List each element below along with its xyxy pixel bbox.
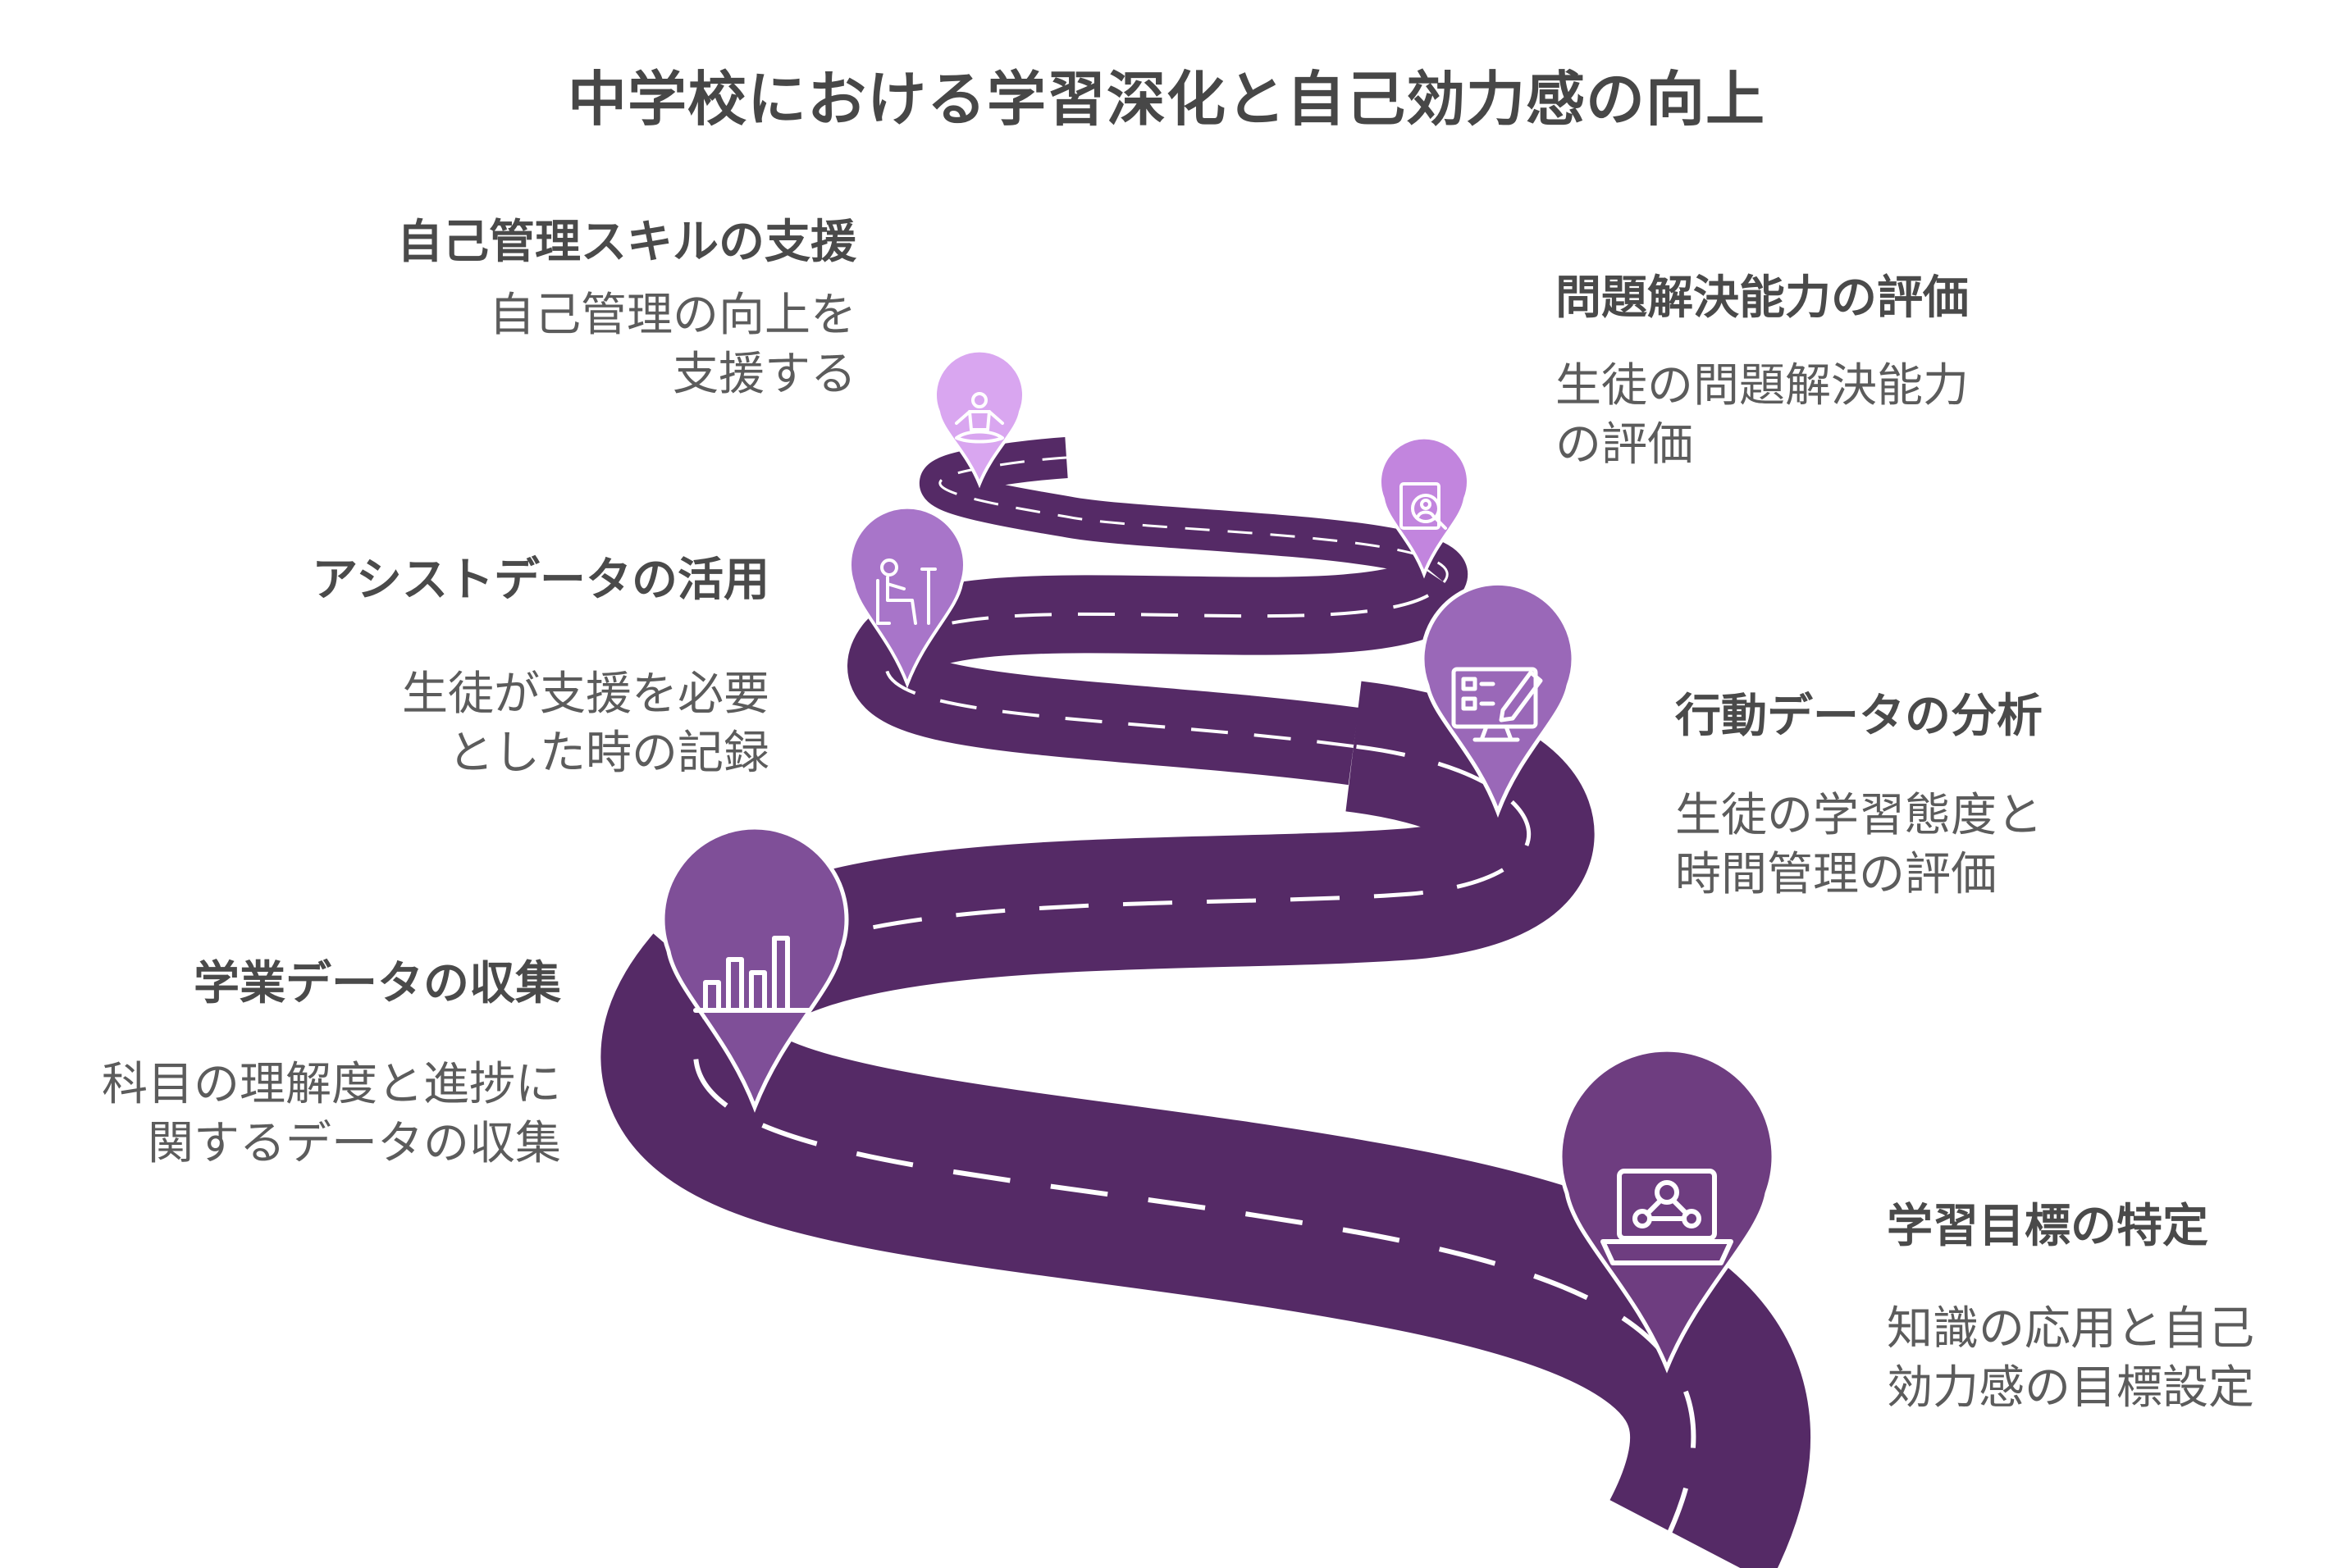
road-center-line-2: [720, 744, 1532, 994]
step-4-desc-line-2: とした時の記録: [448, 726, 769, 780]
step-2-pin: [660, 825, 849, 1113]
monitor-pencil-icon: [1451, 667, 1543, 742]
step-5-label: 問題解決能力の評価 生徒の問題解決能力 の評価: [1555, 271, 1969, 475]
step-1-label: 学習目標の特定 知識の応用と自己 効力感の目標設定: [1887, 1199, 2254, 1418]
step-1-pin: [1558, 1047, 1776, 1374]
step-5-description: 生徒の問題解決能力 の評価: [1555, 357, 1969, 474]
road-segment-4: [919, 437, 1468, 595]
step-1-heading: 学習目標の特定: [1887, 1200, 2208, 1253]
step-6-description: 自己管理の向上を 支援する: [397, 286, 856, 403]
step-1-description: 知識の応用と自己 効力感の目標設定: [1887, 1300, 2254, 1417]
step-4-desc-line-1: 生徒が支援を必要: [402, 668, 769, 722]
step-6-desc-line-1: 自己管理の向上を: [489, 289, 856, 343]
step-3-label: 行動データの分析 生徒の学習態度と 時間管理の評価: [1675, 689, 2043, 905]
step-3-desc-line-2: 時間管理の評価: [1675, 847, 1997, 901]
step-2-desc-line-1: 科目の理解度と進捗に: [102, 1058, 561, 1112]
road-segment-2: [673, 681, 1595, 1040]
person-seated-icon: [876, 558, 937, 625]
step-5-pin: [1378, 435, 1470, 579]
bar-chart-icon: [693, 936, 811, 1013]
step-4-label: アシストデータの活用 生徒が支援を必要 とした時の記録: [312, 553, 769, 783]
step-4-pin: [848, 505, 966, 689]
step-3-desc-line-1: 生徒の学習態度と: [1675, 789, 2043, 843]
step-6-desc-line-2: 支援する: [673, 347, 856, 401]
road-center-line-1: [693, 991, 1696, 1543]
page-title: 中学校における学習深化と自己効力感の向上: [567, 65, 1765, 134]
step-6-heading: 自己管理スキルの支援: [397, 216, 856, 269]
road-center-line-3: [884, 581, 1445, 748]
step-1-desc-line-1: 知識の応用と自己: [1887, 1302, 2254, 1356]
step-6-label: 自己管理スキルの支援 自己管理の向上を 支援する: [397, 215, 856, 404]
road-center-line-4: [938, 456, 1449, 583]
step-2-label: 学業データの収集 科目の理解度と進捗に 関するデータの収集: [102, 956, 561, 1174]
step-5-heading: 問題解決能力の評価: [1555, 271, 1969, 325]
step-1-desc-line-2: 効力感の目標設定: [1887, 1361, 2254, 1415]
step-3-heading: 行動データの分析: [1675, 690, 2043, 743]
step-5-desc-line-2: の評価: [1555, 417, 1693, 472]
step-2-desc-line-2: 関するデータの収集: [148, 1116, 561, 1170]
step-5-desc-line-1: 生徒の問題解決能力: [1555, 359, 1969, 413]
step-6-pin: [934, 349, 1025, 489]
step-2-heading: 学業データの収集: [194, 957, 561, 1010]
step-4-description: 生徒が支援を必要 とした時の記録: [312, 665, 769, 782]
step-4-heading: アシストデータの活用: [312, 554, 769, 607]
magnifier-person-icon: [1399, 482, 1447, 530]
road-segment-1: [600, 933, 1810, 1568]
step-3-description: 生徒の学習態度と 時間管理の評価: [1675, 786, 2043, 904]
laptop-network-icon: [1600, 1169, 1733, 1265]
step-3-pin: [1420, 581, 1576, 818]
meditation-icon: [955, 392, 1004, 444]
step-2-description: 科目の理解度と進捗に 関するデータの収集: [102, 1055, 561, 1173]
